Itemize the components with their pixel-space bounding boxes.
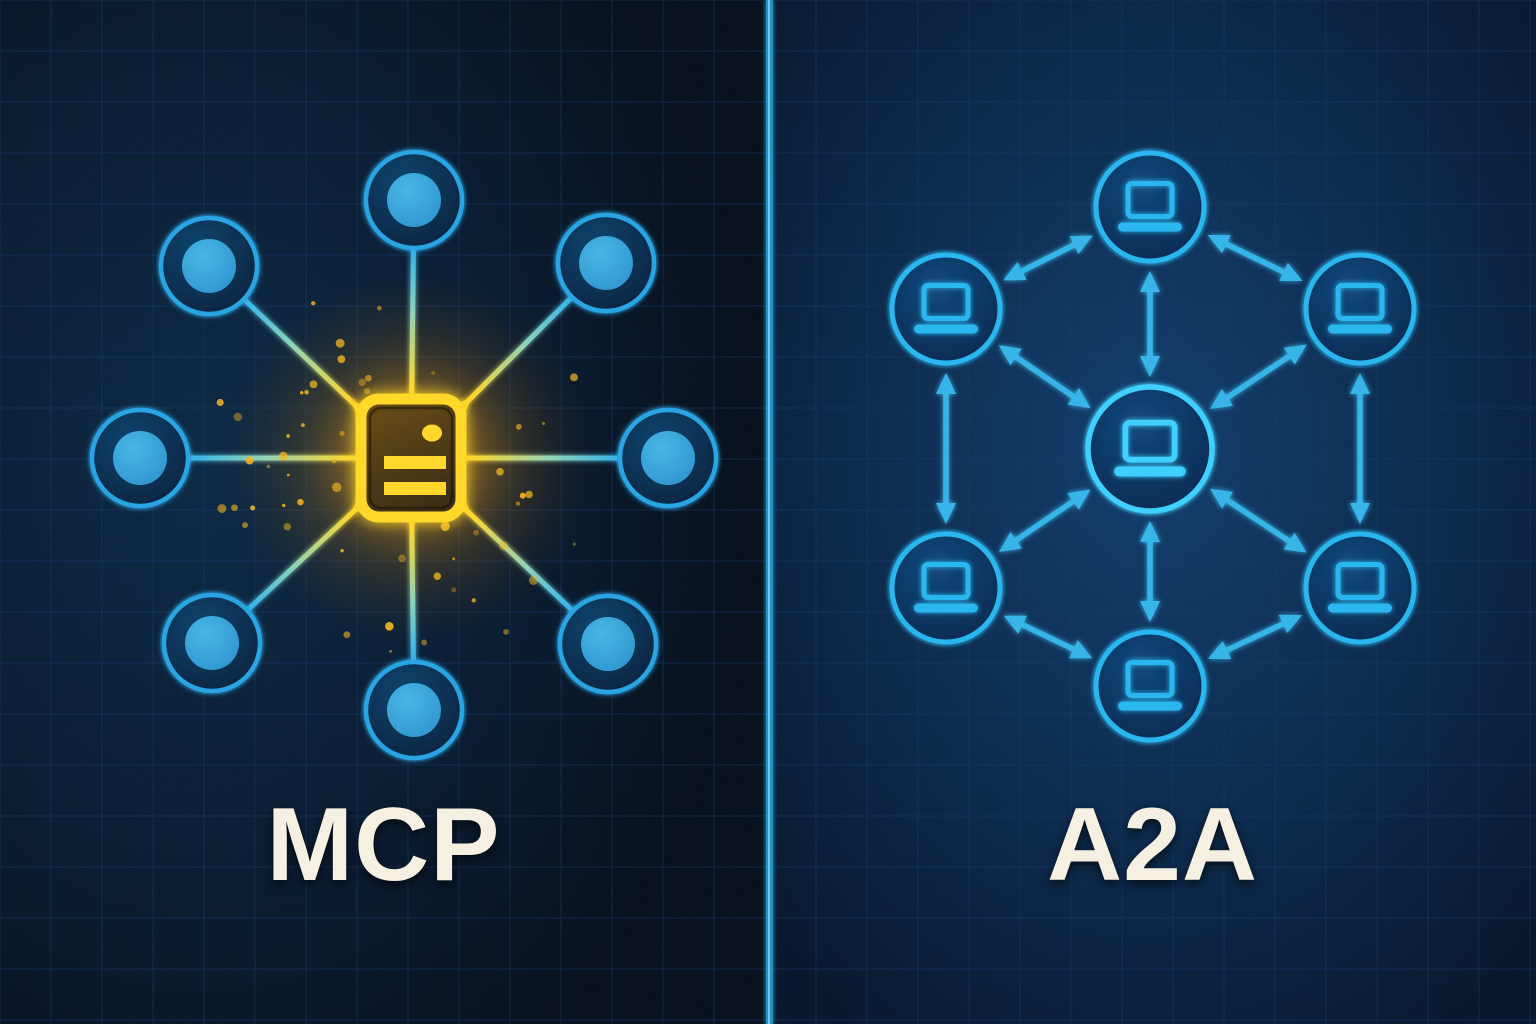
a2a-agent-top[interactable] [1091,148,1209,266]
a2a-agent-lower-right[interactable] [1301,529,1419,647]
a2a-arrow-2 [1209,344,1307,410]
hub-card-inner-edge [368,406,454,510]
mcp-client-node-8[interactable] [157,214,261,318]
laptop-icon [914,283,978,334]
mcp-client-node-3[interactable] [616,406,720,510]
node-ring [889,252,1003,366]
a2a-connection-arrows [936,234,1370,660]
a2a-agent-center[interactable] [1083,382,1217,516]
laptop-icon [1118,181,1182,232]
a2a-agent-nodes [887,148,1419,745]
node-core-icon [387,683,441,737]
laptop-icon [1328,283,1392,334]
node-core-icon [581,617,635,671]
mcp-client-node-1[interactable] [362,148,466,252]
a2a-agent-upper-left[interactable] [887,250,1005,368]
mcp-panel-title: MCP [266,787,501,903]
mcp-client-node-2[interactable] [554,211,658,315]
node-core-icon [641,431,695,485]
node-ring [1303,252,1417,366]
mcp-client-node-6[interactable] [160,591,264,695]
a2a-panel [887,148,1419,745]
node-ring [889,531,1003,645]
a2a-arrow-1 [1140,271,1160,377]
a2a-arrow-5 [998,489,1091,552]
node-ring [1085,384,1215,514]
a2a-arrow-4 [1140,521,1160,622]
panel-divider [766,0,773,1024]
mcp-client-nodes [88,148,720,762]
hub-line-1-icon [384,456,446,469]
node-core-icon [387,173,441,227]
a2a-arrow-10 [1003,615,1093,659]
laptop-icon [1114,419,1186,477]
a2a-agent-upper-right[interactable] [1301,250,1419,368]
a2a-arrow-11 [936,373,956,524]
mcp-hub-sparkles [216,301,578,653]
a2a-panel-title: A2A [1046,787,1259,903]
a2a-agent-lower-left[interactable] [887,529,1005,647]
node-core-icon [185,616,239,670]
mcp-client-node-5[interactable] [362,658,466,762]
node-core-icon [182,239,236,293]
mcp-panel [88,148,720,762]
a2a-arrow-12 [1003,235,1093,281]
node-ring [1093,629,1207,743]
laptop-icon [914,562,978,613]
node-ring [1303,531,1417,645]
hub-line-2-icon [384,482,446,495]
node-ring [1093,150,1207,264]
node-core-icon [113,431,167,485]
a2a-arrow-3 [1210,488,1307,553]
mcp-client-node-4[interactable] [556,592,660,696]
node-core-icon [579,236,633,290]
laptop-icon [1118,660,1182,711]
a2a-arrow-6 [998,345,1091,409]
hub-status-dot-icon [422,424,442,442]
mcp-server-hub[interactable] [355,393,467,523]
a2a-agent-bottom[interactable] [1091,627,1209,745]
laptop-icon [1328,562,1392,613]
mcp-client-node-7[interactable] [88,406,192,510]
a2a-arrow-9 [1207,614,1303,660]
a2a-arrow-7 [1207,234,1303,282]
a2a-arrow-8 [1350,373,1370,524]
